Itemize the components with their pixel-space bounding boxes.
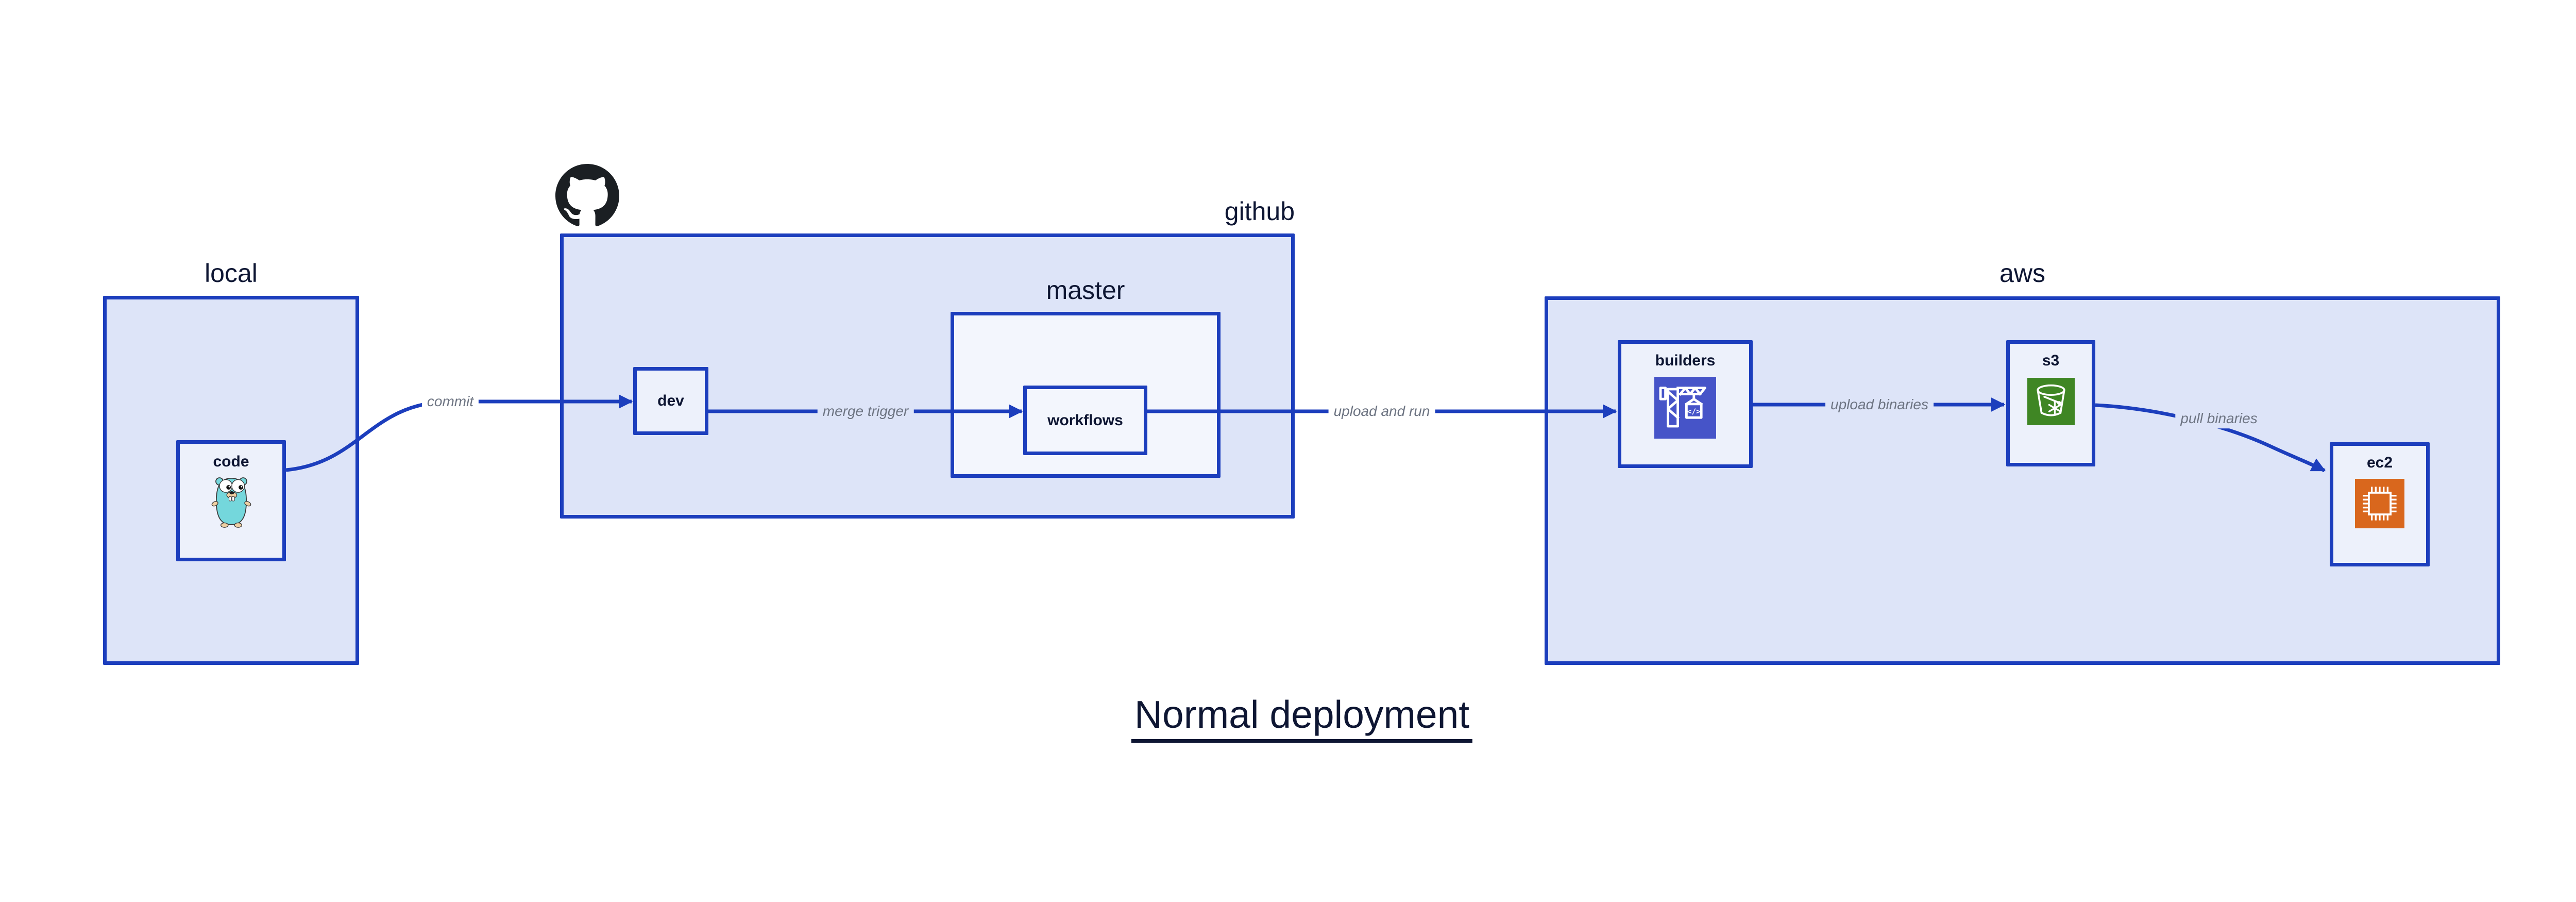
node-s3: s3 [2006,340,2095,466]
node-dev-label: dev [657,392,684,409]
aws-codebuild-crane-icon: </> [1654,377,1716,439]
go-gopher-icon [211,477,251,528]
edge-label-commit: commit [421,392,479,411]
node-builders-label: builders [1655,352,1716,369]
node-code: code [176,440,286,561]
edge-label-upload-and-run: upload and run [1328,402,1435,421]
node-workflows: workflows [1023,386,1147,455]
group-local-label: local [205,259,258,288]
codebuild-code-glyph: </> [1687,408,1701,416]
diagram-title: Normal deployment [1131,693,1473,743]
node-workflows-label: workflows [1047,411,1123,429]
node-s3-label: s3 [2042,352,2060,369]
node-code-label: code [213,453,249,470]
aws-ec2-chip-icon [2355,479,2404,528]
node-builders: builders </> [1618,340,1753,468]
edge-label-merge-trigger: merge trigger [817,402,914,421]
group-master-label: master [1046,276,1125,305]
aws-s3-bucket-icon [2027,378,2075,425]
node-ec2-label: ec2 [2366,454,2393,471]
group-github-label: github [1224,197,1295,226]
node-ec2: ec2 [2330,442,2430,566]
node-dev: dev [633,367,708,435]
edge-label-pull-binaries: pull binaries [2175,409,2263,428]
github-octocat-icon [555,164,619,228]
edge-label-upload-binaries: upload binaries [1825,395,1934,414]
group-aws-label: aws [1999,259,2045,288]
